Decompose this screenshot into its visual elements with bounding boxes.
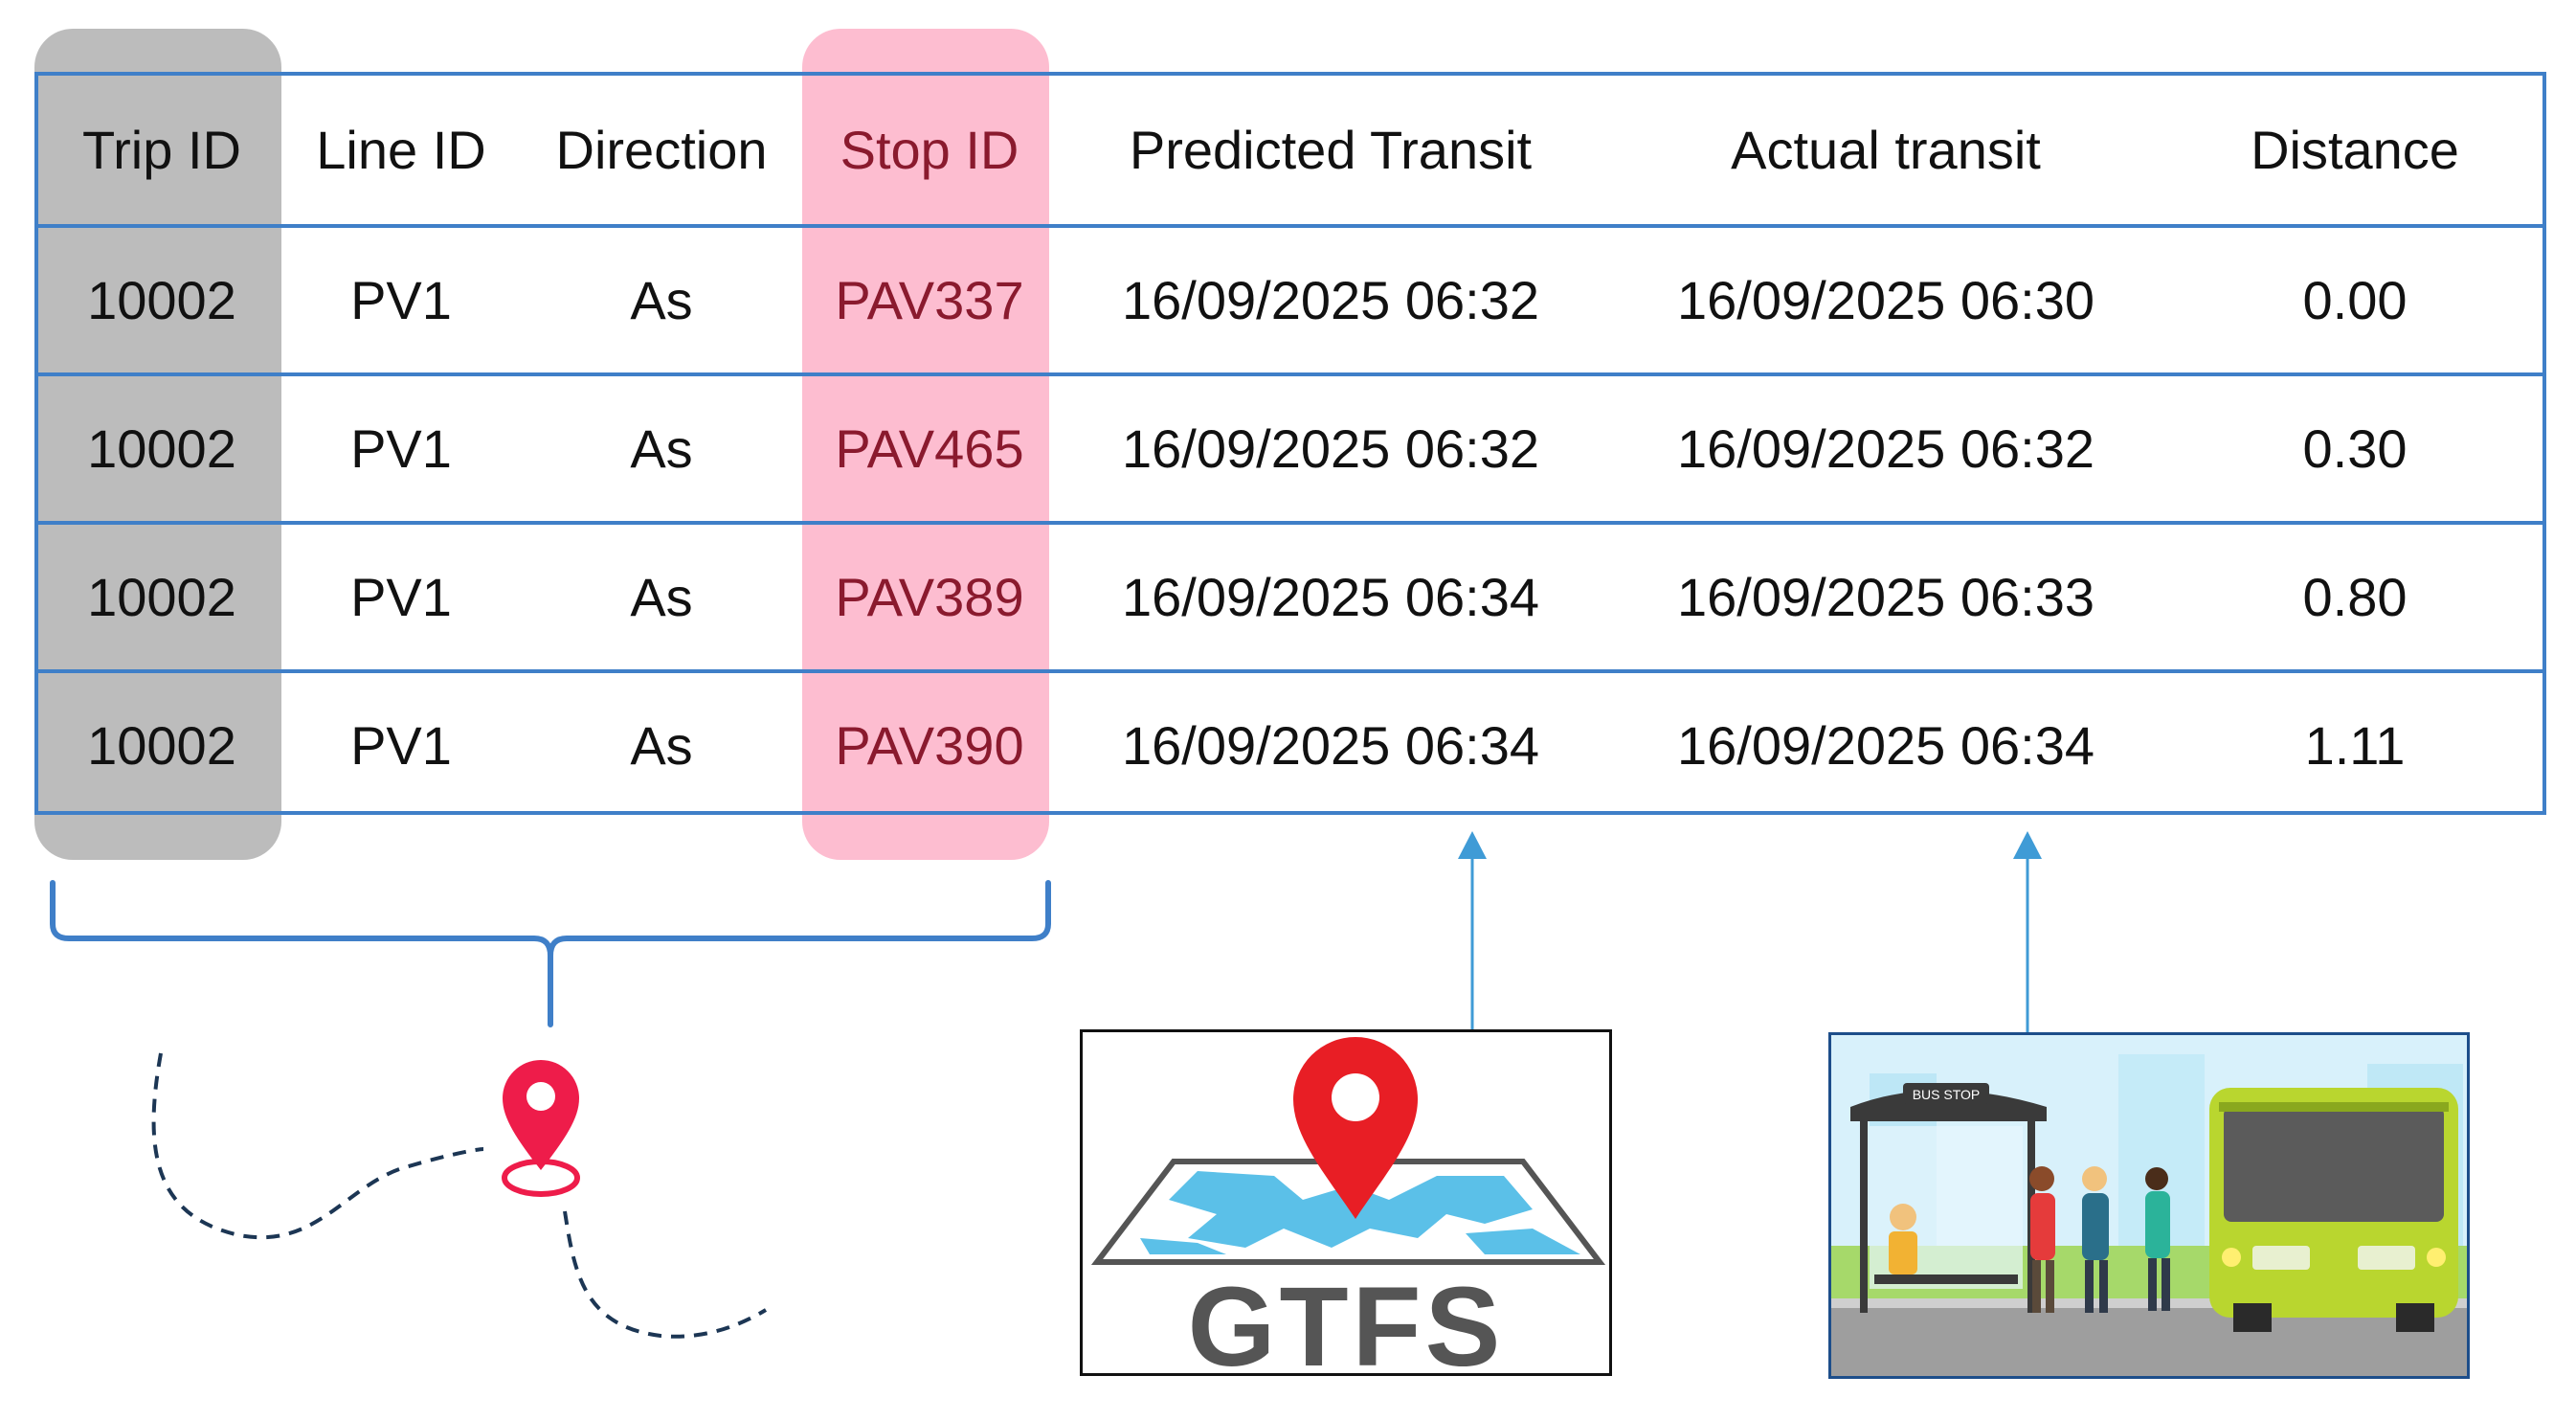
header-direction: Direction (555, 120, 768, 180)
gtfs-map-illustration (1090, 1037, 1606, 1265)
cell-actual-transit: 16/09/2025 06:34 (1677, 715, 2094, 776)
bus-stop-scene: BUS STOP (1831, 1035, 2467, 1376)
route-dashed-path (151, 1052, 484, 1240)
transit-table: Trip ID Line ID Direction Stop ID Predic… (34, 72, 2546, 815)
cell-stop-id: PAV389 (835, 567, 1024, 627)
cell-trip-id: 10002 (87, 567, 236, 627)
bus-stop-sign-text: BUS STOP (1913, 1087, 1981, 1102)
cell-predicted-transit: 16/09/2025 06:34 (1122, 567, 1539, 627)
header-stop-id: Stop ID (840, 120, 1019, 180)
route-pin-icon (502, 1060, 580, 1197)
gtfs-logo-box: GTFS (1080, 1029, 1612, 1376)
gtfs-map-pin-icon (1293, 1037, 1418, 1219)
cell-distance: 0.00 (2302, 270, 2408, 330)
cell-line-id: PV1 (350, 567, 452, 627)
predicted-arrow-head (1458, 831, 1487, 859)
cell-distance: 0.80 (2302, 567, 2408, 627)
trip-id-column-highlight (34, 29, 281, 860)
header-trip-id: Trip ID (82, 120, 241, 180)
brace-connector (50, 880, 1051, 1027)
cell-distance: 0.30 (2302, 418, 2408, 479)
bus-stop-illustration: BUS STOP (1828, 1032, 2470, 1379)
cell-trip-id: 10002 (87, 715, 236, 776)
cell-direction: As (630, 715, 693, 776)
cell-stop-id: PAV465 (835, 418, 1024, 479)
cell-predicted-transit: 16/09/2025 06:34 (1122, 715, 1539, 776)
cell-trip-id: 10002 (87, 270, 236, 330)
stop-id-column-highlight (802, 29, 1049, 860)
header-predicted-transit: Predicted Transit (1129, 120, 1533, 180)
cell-predicted-transit: 16/09/2025 06:32 (1122, 270, 1539, 330)
gtfs-logo-text: GTFS (1187, 1264, 1505, 1376)
cell-direction: As (630, 418, 693, 479)
cell-line-id: PV1 (350, 270, 452, 330)
cell-actual-transit: 16/09/2025 06:33 (1677, 567, 2094, 627)
cell-actual-transit: 16/09/2025 06:30 (1677, 270, 2094, 330)
cell-direction: As (630, 567, 693, 627)
header-line-id: Line ID (316, 120, 486, 180)
route-dashed-path-2 (563, 1210, 768, 1339)
cell-stop-id: PAV337 (835, 270, 1024, 330)
cell-trip-id: 10002 (87, 418, 236, 479)
cell-line-id: PV1 (350, 715, 452, 776)
actual-arrow-head (2013, 831, 2042, 859)
cell-actual-transit: 16/09/2025 06:32 (1677, 418, 2094, 479)
table-row: 10002 PV1 As PAV390 16/09/2025 06:34 16/… (38, 669, 2542, 818)
header-row: Trip ID Line ID Direction Stop ID Predic… (38, 76, 2542, 224)
header-actual-transit: Actual transit (1731, 120, 2041, 180)
header-distance: Distance (2251, 120, 2459, 180)
cell-distance: 1.11 (2304, 715, 2406, 776)
cell-stop-id: PAV390 (835, 715, 1024, 776)
cell-direction: As (630, 270, 693, 330)
cell-predicted-transit: 16/09/2025 06:32 (1122, 418, 1539, 479)
cell-line-id: PV1 (350, 418, 452, 479)
table-row: 10002 PV1 As PAV337 16/09/2025 06:32 16/… (38, 224, 2542, 372)
table-row: 10002 PV1 As PAV465 16/09/2025 06:32 16/… (38, 372, 2542, 521)
table-row: 10002 PV1 As PAV389 16/09/2025 06:34 16/… (38, 521, 2542, 669)
